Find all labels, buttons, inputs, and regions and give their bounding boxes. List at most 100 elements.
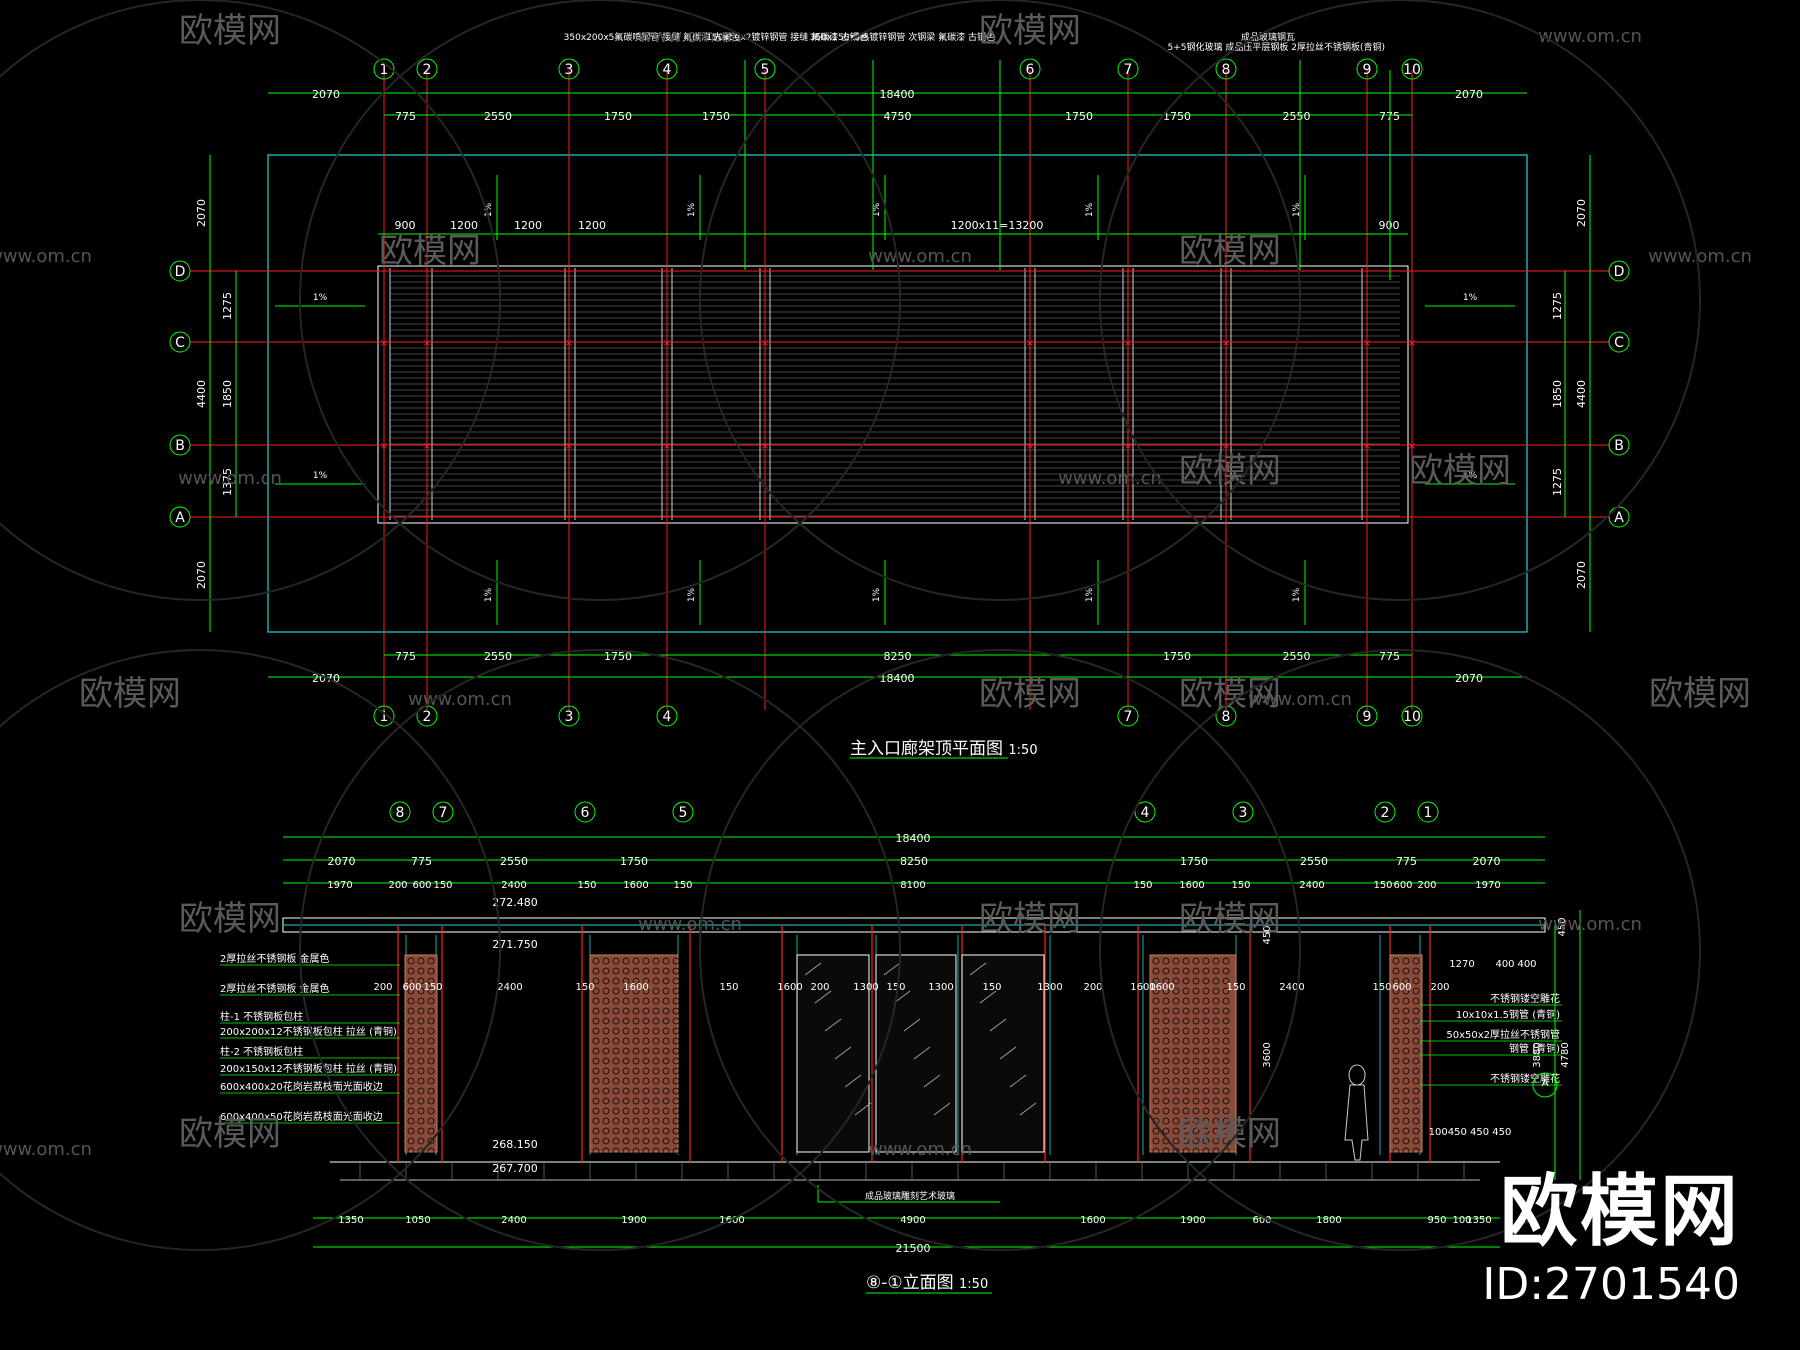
pattern-dot	[1412, 987, 1420, 995]
pattern-dot	[1392, 1057, 1400, 1065]
pattern-dot	[1172, 1097, 1180, 1105]
grid-bubble-right-circle	[1608, 506, 1630, 528]
pattern-dot	[1192, 1097, 1200, 1105]
dim-text: 2550	[1300, 855, 1328, 868]
watermark-site: www.om.cn	[868, 1139, 972, 1160]
dim-text: 450	[1262, 925, 1273, 944]
pattern-dot	[1192, 1147, 1200, 1155]
dim-text: 1750	[604, 650, 632, 663]
pattern-dot	[1162, 1147, 1170, 1155]
pattern-dot	[662, 1027, 670, 1035]
pattern-dot	[1172, 1147, 1180, 1155]
dim-text: 150	[1372, 982, 1391, 993]
pattern-dot	[417, 1037, 425, 1045]
pattern-dot	[1402, 1077, 1410, 1085]
watermark-logo-faint: 欧模网	[79, 674, 181, 714]
carved-panel-center-right	[1149, 954, 1237, 1155]
dim-text: 200	[810, 982, 829, 993]
glass-hatch	[903, 1018, 921, 1032]
pattern-dot	[672, 1127, 680, 1135]
glass-hatch	[979, 990, 997, 1004]
elev-grid-bubble: 1	[1424, 805, 1433, 821]
pattern-dot	[1222, 1137, 1230, 1145]
pattern-dot	[652, 1097, 660, 1105]
pattern-dot	[1222, 1007, 1230, 1015]
pattern-dot	[427, 1057, 435, 1065]
glass-hatch	[854, 1102, 872, 1116]
dim-text: 775	[411, 855, 432, 868]
pattern-dot	[1162, 997, 1170, 1005]
dim-text: 400	[1495, 959, 1514, 970]
pattern-dot	[1172, 1027, 1180, 1035]
pattern-dot	[407, 1107, 415, 1115]
pattern-dot	[672, 1147, 680, 1155]
pattern-dot	[1152, 1137, 1160, 1145]
dim-text: 2070	[195, 561, 208, 589]
pattern-dot	[672, 1077, 680, 1085]
pattern-dot	[1392, 1127, 1400, 1135]
column-marker: ×	[1363, 338, 1371, 349]
pattern-dot	[612, 1107, 620, 1115]
pattern-dot	[1412, 957, 1420, 965]
pattern-dot	[592, 1117, 600, 1125]
dim-text: 2550	[484, 650, 512, 663]
pattern-dot	[427, 1087, 435, 1095]
pattern-dot	[602, 967, 610, 975]
dim-text: 150	[1231, 880, 1250, 891]
pattern-dot	[1212, 1137, 1220, 1145]
pattern-dot	[427, 1077, 435, 1085]
watermark-id: ID:2701540	[1482, 1259, 1740, 1310]
pattern-dot	[1202, 1007, 1210, 1015]
dim-text: 1850	[221, 380, 234, 408]
pattern-dot	[1222, 1127, 1230, 1135]
dim-text: 18400	[896, 832, 931, 845]
pattern-dot	[1212, 1077, 1220, 1085]
column-marker: ×	[761, 338, 769, 349]
pattern-dot	[417, 1097, 425, 1105]
dim-text: 1300	[928, 982, 953, 993]
dim-text: 4400	[195, 380, 208, 408]
pattern-dot	[1182, 1047, 1190, 1055]
watermark-arc	[1099, 0, 1701, 601]
pattern-dot	[1212, 1127, 1220, 1135]
pattern-dot	[632, 967, 640, 975]
pattern-dot	[592, 987, 600, 995]
pattern-dot	[642, 1007, 650, 1015]
pattern-dot	[1162, 1127, 1170, 1135]
dim-text: 1850	[1551, 380, 1564, 408]
pattern-dot	[1222, 1047, 1230, 1055]
slope-text: 1%	[484, 587, 494, 602]
column-marker: ×	[1124, 338, 1132, 349]
dim-text: 150	[1133, 880, 1152, 891]
pattern-dot	[1172, 1057, 1180, 1065]
pattern-dot	[1412, 1057, 1420, 1065]
watermark-logo-faint: 欧模网	[979, 899, 1081, 939]
watermark-logo-faint: 欧模网	[179, 899, 281, 939]
pattern-dot	[622, 1067, 630, 1075]
pattern-dot	[1402, 1137, 1410, 1145]
dim-text: 1970	[1475, 880, 1500, 891]
elev-note: 200x150x12不锈钢板包柱 拉丝 (青铜)	[220, 1062, 397, 1075]
pattern-dot	[612, 1067, 620, 1075]
pattern-dot	[407, 1037, 415, 1045]
pattern-dot	[1202, 1107, 1210, 1115]
person-body	[1344, 1084, 1369, 1161]
watermark-site: www.om.cn	[0, 246, 92, 267]
pattern-dot	[1192, 1037, 1200, 1045]
dim-text: 200	[1430, 982, 1449, 993]
dim-text: 1600	[1149, 982, 1174, 993]
pattern-dot	[1172, 977, 1180, 985]
pattern-dot	[417, 957, 425, 965]
pattern-dot	[592, 1057, 600, 1065]
pattern-dot	[1402, 1037, 1410, 1045]
pattern-dot	[1152, 1007, 1160, 1015]
pattern-dot	[1212, 1057, 1220, 1065]
pattern-dot	[602, 957, 610, 965]
watermark-arc	[699, 649, 1301, 1251]
pattern-dot	[1222, 1067, 1230, 1075]
pattern-dot	[1212, 997, 1220, 1005]
slope-text: 1%	[1292, 587, 1302, 602]
pattern-dot	[622, 997, 630, 1005]
grid-bubble-top-circle	[1215, 58, 1237, 80]
